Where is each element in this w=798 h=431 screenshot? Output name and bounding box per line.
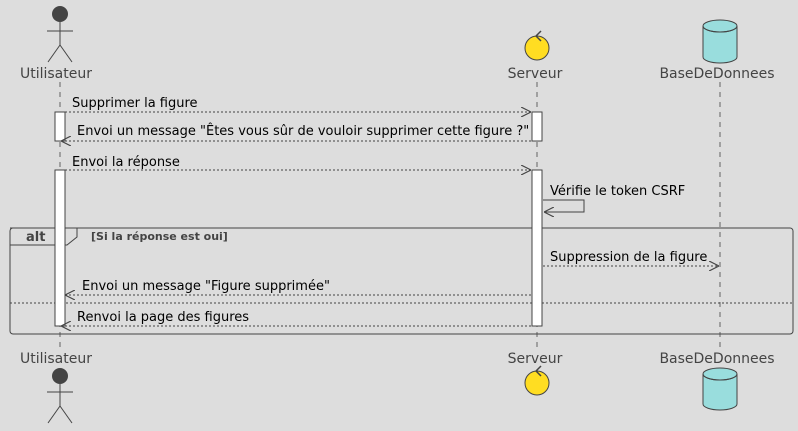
message-envoi-la-reponse: Envoi la réponse bbox=[61, 155, 530, 170]
participant-db-bottom: BaseDeDonnees bbox=[659, 351, 775, 411]
activation-server-1 bbox=[531, 111, 543, 142]
participant-label: Utilisateur bbox=[20, 66, 92, 82]
participant-label: BaseDeDonnees bbox=[659, 351, 774, 367]
message-renvoi-la-page: Renvoi la page des figures bbox=[62, 310, 531, 326]
control-icon bbox=[524, 30, 550, 61]
participant-server-bottom: Serveur bbox=[508, 351, 563, 396]
message-label: Envoi la réponse bbox=[72, 155, 180, 170]
message-label: Renvoi la page des figures bbox=[77, 310, 249, 325]
message-confirmation-request: Envoi un message "Êtes vous sûr de voulo… bbox=[62, 123, 531, 141]
control-icon bbox=[524, 365, 550, 396]
alt-frame-label: alt bbox=[26, 230, 45, 245]
activation-user-2 bbox=[54, 169, 66, 327]
message-label: Envoi un message "Êtes vous sûr de voulo… bbox=[77, 123, 529, 139]
activation-user-1 bbox=[54, 111, 66, 142]
message-supprimer-la-figure: Supprimer la figure bbox=[61, 96, 530, 112]
message-verifie-token-csrf: Vérifie le token CSRF bbox=[543, 184, 685, 212]
actor-icon bbox=[47, 6, 73, 63]
message-label: Vérifie le token CSRF bbox=[550, 184, 685, 199]
alt-guard: [Si la réponse est oui] bbox=[91, 230, 228, 243]
message-label: Supprimer la figure bbox=[72, 96, 198, 111]
message-suppression-de-la-figure: Suppression de la figure bbox=[543, 250, 718, 266]
self-message-arrow bbox=[543, 199, 585, 212]
actor-icon bbox=[47, 368, 73, 424]
activation-server-2 bbox=[531, 169, 543, 327]
participant-server-top: Serveur bbox=[508, 30, 563, 82]
message-label: Envoi un message "Figure supprimée" bbox=[82, 279, 330, 294]
participant-label: BaseDeDonnees bbox=[659, 66, 774, 82]
participant-user-bottom: Utilisateur bbox=[20, 351, 92, 424]
message-label: Suppression de la figure bbox=[550, 250, 707, 265]
message-figure-supprimee: Envoi un message "Figure supprimée" bbox=[66, 279, 531, 295]
database-icon bbox=[702, 367, 738, 411]
participant-user-top: Utilisateur bbox=[20, 6, 92, 82]
database-icon bbox=[702, 19, 738, 64]
participant-db-top: BaseDeDonnees bbox=[659, 19, 775, 82]
participant-label: Serveur bbox=[508, 351, 563, 367]
alt-fragment: alt [Si la réponse est oui] bbox=[9, 227, 794, 335]
participant-label: Serveur bbox=[508, 66, 563, 82]
alt-frame bbox=[9, 227, 794, 335]
participant-label: Utilisateur bbox=[20, 351, 92, 367]
